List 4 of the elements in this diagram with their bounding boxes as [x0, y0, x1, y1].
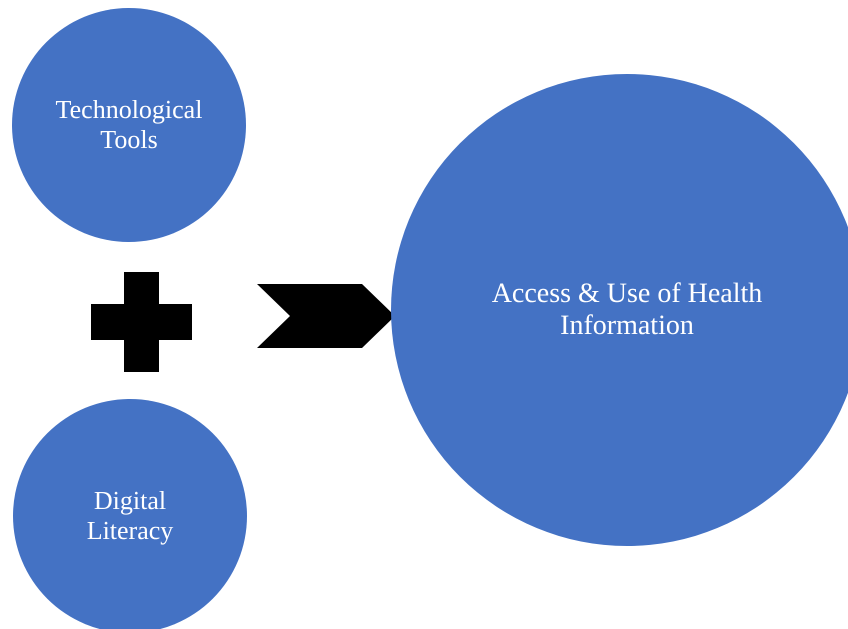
node-label: Digital Literacy [86, 486, 174, 546]
plus-sign-icon [91, 272, 192, 372]
node-label: Access & Use of Health Information [490, 278, 764, 342]
node-label: Technological Tools [54, 95, 204, 155]
